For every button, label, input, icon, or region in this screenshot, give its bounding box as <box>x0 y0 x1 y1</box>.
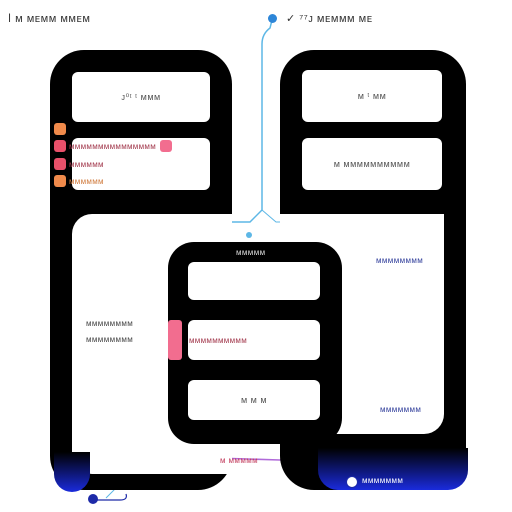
red-marker-icon <box>54 140 66 152</box>
right-side-note-2: ᴍᴍᴍᴍᴍᴍᴍ <box>380 405 422 414</box>
bottom-center-note: ᴍ ᴍᴍᴍᴍᴍ <box>220 456 259 465</box>
bottom-right-note: ᴍᴍᴍᴍᴍᴍᴍ <box>362 476 404 485</box>
left-row-4[interactable]: ᴍᴍᴍᴍᴍᴍ <box>54 175 104 187</box>
left-side-note-2: ᴍᴍᴍᴍᴍᴍᴍᴍ <box>86 335 134 344</box>
left-row-2-label: ᴍᴍᴍᴍᴍᴍ <box>69 159 104 169</box>
center-panel-label: ᴍᴍᴍᴍᴍ <box>236 248 266 257</box>
center-mid-label: ᴍᴍᴍᴍᴍᴍᴍᴍᴍᴍ <box>189 335 247 345</box>
left-side-note-1: ᴍᴍᴍᴍᴍᴍᴍᴍ <box>86 319 134 328</box>
orange-marker-icon <box>54 175 66 187</box>
bottom-left-dot[interactable] <box>88 494 98 504</box>
center-top-dot[interactable] <box>246 232 252 238</box>
left-row-3-label: ᴍᴍᴍᴍᴍᴍ <box>69 176 104 186</box>
top-left-title: ⅼ ᴍ ᴍᴇᴍᴍ ᴍᴍᴇᴍ <box>8 13 91 25</box>
right-side-note-1: ᴍᴍᴍᴍᴍᴍᴍᴍ <box>376 256 424 265</box>
bottom-left-glow <box>54 452 90 492</box>
left-row-2[interactable]: ᴍᴍᴍᴍᴍᴍᴍᴍᴍᴍᴍᴍᴍᴍᴍ <box>54 140 175 152</box>
pink-marker-icon <box>160 140 172 152</box>
left-row-1-label: ᴍᴍᴍᴍᴍᴍᴍᴍᴍᴍᴍᴍᴍᴍᴍ <box>69 141 156 151</box>
center-card-mid[interactable] <box>188 320 320 360</box>
top-connector-dot[interactable] <box>268 14 277 23</box>
top-right-title: ✓ ⁷⁷ᴊ ᴍᴇᴍᴍᴍ ᴍᴇ <box>286 13 373 25</box>
orange-marker-icon <box>54 123 66 135</box>
left-card-top[interactable]: ᴊ⁰ᵗ ᵗ ᴍᴍᴍ <box>72 72 210 122</box>
left-card-bottom[interactable] <box>72 138 210 190</box>
bottom-right-glow <box>318 448 468 490</box>
right-card-bottom[interactable]: ᴍ ᴍᴍᴍᴍᴍᴍᴍᴍᴍᴍ <box>302 138 442 190</box>
red-marker-icon <box>54 158 66 170</box>
pink-marker-icon <box>168 320 182 360</box>
center-card-bottom[interactable]: ᴍ ᴍ ᴍ <box>188 380 320 420</box>
left-row-3[interactable]: ᴍᴍᴍᴍᴍᴍ <box>54 158 104 170</box>
right-card-top[interactable]: ᴍ ᵗ ᴍᴍ <box>302 70 442 122</box>
bottom-right-node[interactable] <box>346 476 358 488</box>
center-card-top[interactable] <box>188 262 320 300</box>
center-mid-row[interactable]: ᴍᴍᴍᴍᴍᴍᴍᴍᴍᴍ <box>168 320 247 360</box>
